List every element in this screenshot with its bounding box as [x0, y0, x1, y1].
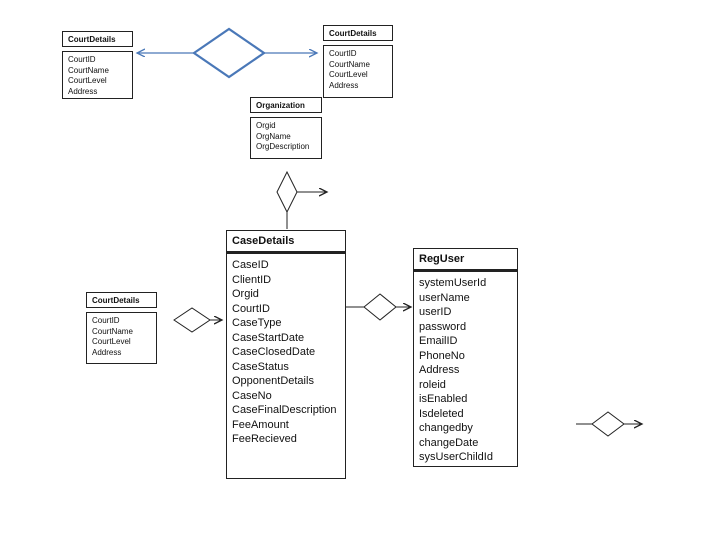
attribute-item: CourtLevel [68, 76, 107, 85]
attribute-item: CourtName [92, 326, 133, 336]
standalone-relationship-diamond[interactable] [591, 411, 625, 437]
attribute-item: FeeAmount [232, 418, 289, 431]
attribute-item: ClientID [232, 273, 272, 286]
attribute-item: CaseStartDate [232, 331, 305, 344]
attribute-item: Orgid [232, 288, 259, 300]
attribute-item: CaseStatus [232, 360, 289, 373]
attribute-item: Orgid [256, 121, 276, 130]
entity-title: CourtDetails [86, 292, 157, 308]
attribute-item: roleid [419, 378, 446, 391]
attribute-item: CourtLevel [329, 70, 368, 79]
attribute-item: FeeRecieved [232, 433, 297, 445]
attribute-item: OpponentDetails [232, 375, 314, 387]
entity-title: CourtDetails [323, 25, 393, 41]
attribute-item: CourtName [68, 65, 109, 75]
attribute-item: CourtLevel [92, 337, 131, 346]
top-relationship-diamond[interactable] [192, 27, 266, 79]
attribute-item: CaseClosedDate [232, 346, 316, 358]
attribute-item: CourtID [68, 55, 96, 64]
attribute-item: sysUserChildId [419, 451, 493, 463]
attribute-item: Address [419, 364, 460, 376]
attribute-item: CaseFinalDescription [232, 404, 337, 416]
attribute-item: CaseNo [232, 389, 272, 402]
attribute-item: CourtName [329, 59, 370, 69]
attribute-item: CaseType [232, 317, 282, 329]
organization-relationship-diamond[interactable] [276, 170, 298, 214]
attribute-item: EmailID [419, 335, 458, 347]
attribute-item: CourtID [92, 316, 120, 325]
attribute-item: OrgDescription [256, 142, 310, 151]
entity-title: RegUser [413, 248, 518, 270]
attribute-item: Address [329, 80, 359, 90]
attribute-item: password [419, 320, 467, 333]
attribute-item: Isdeleted [419, 407, 464, 420]
attribute-item: CaseID [232, 259, 269, 271]
attribute-item: PhoneNo [419, 349, 465, 362]
attribute-item: CourtID [232, 302, 270, 315]
attribute-item: CourtID [329, 49, 357, 58]
attribute-item: changedby [419, 422, 473, 434]
attribute-item: Address [92, 347, 122, 357]
attribute-item: userName [419, 291, 470, 304]
attribute-item: userID [419, 306, 452, 318]
attribute-item: isEnabled [419, 393, 468, 405]
entity-title: CourtDetails [62, 31, 133, 47]
attribute-item: OrgName [256, 131, 291, 141]
entity-title: CaseDetails [226, 230, 346, 252]
entity-title: Organization [250, 97, 322, 113]
court-relationship-diamond[interactable] [173, 307, 211, 333]
user-relationship-diamond[interactable] [363, 293, 397, 321]
attribute-item: systemUserId [419, 277, 487, 289]
attribute-item: Address [68, 86, 98, 96]
attribute-item: changeDate [419, 436, 479, 449]
